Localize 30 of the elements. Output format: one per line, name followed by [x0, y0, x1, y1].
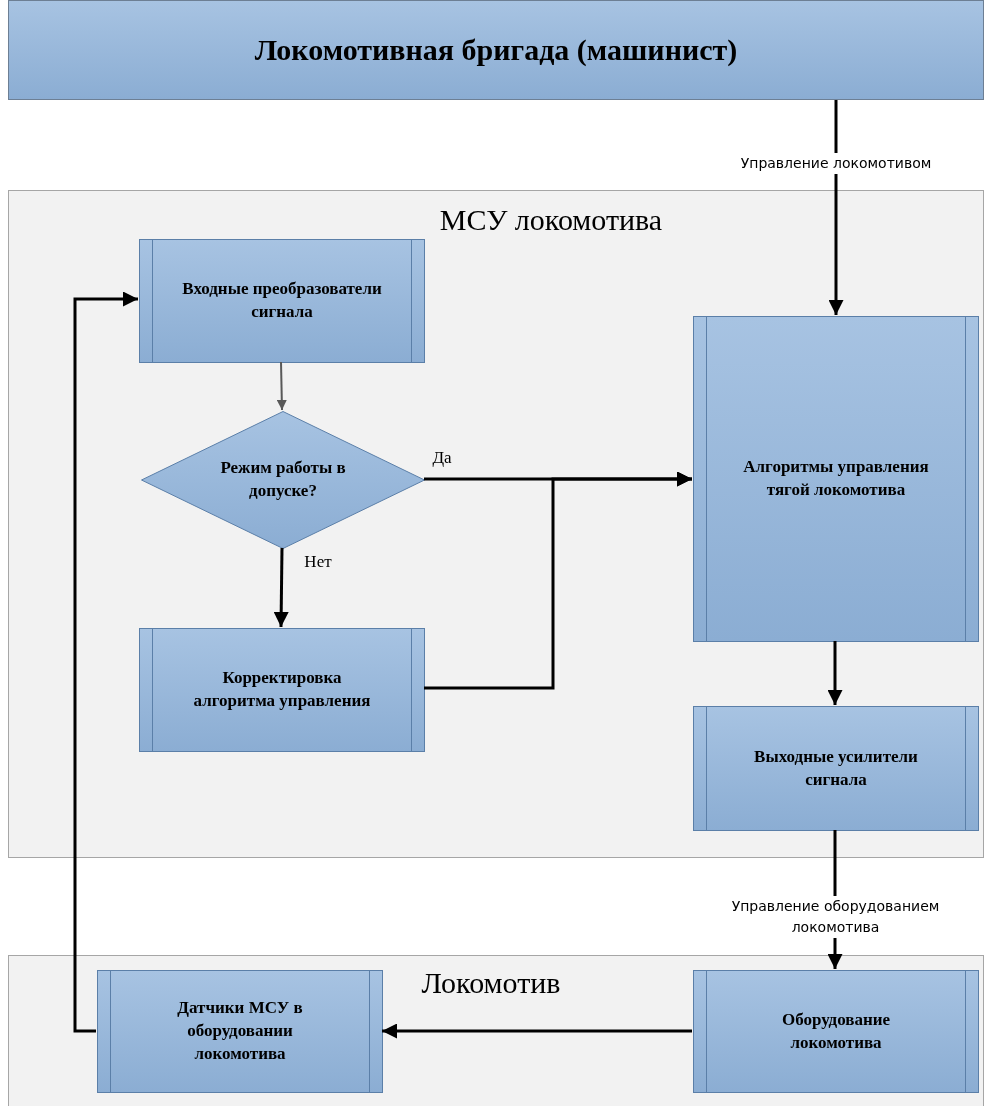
process-box	[139, 628, 425, 752]
header-band	[8, 0, 984, 100]
group-panel	[8, 190, 984, 858]
group-panel	[8, 955, 984, 1106]
arrow	[424, 471, 692, 690]
box-label: Входные преобразователи сигнала	[182, 278, 382, 323]
process-box	[693, 316, 979, 642]
group-title: Локомотив	[421, 966, 561, 1000]
arrow	[827, 641, 843, 705]
arrow	[273, 547, 289, 628]
arrow	[73, 291, 138, 1033]
box-label: Алгоритмы управления тягой локомотива	[742, 456, 930, 501]
process-box	[97, 970, 383, 1093]
arrow	[828, 100, 844, 315]
edge-label: Да	[431, 447, 453, 470]
header-title: Локомотивная бригада (машинист)	[254, 31, 738, 68]
box-label: Корректировка алгоритма управления	[192, 667, 372, 712]
group-title: МСУ локомотива	[439, 203, 663, 237]
box-label: Режим работы в допуске?	[219, 457, 347, 502]
box-label: Оборудование локомотива	[780, 1008, 892, 1054]
edge-label: Нет	[303, 551, 333, 574]
edge-label: Управление локомотивом	[738, 152, 934, 174]
process-box	[693, 706, 979, 831]
arrow	[382, 1023, 692, 1039]
process-box	[139, 239, 425, 363]
box-label: Датчики МСУ в оборудовании локомотива	[176, 997, 304, 1065]
box-label: Выходные усилители сигнала	[753, 745, 919, 791]
arrow	[276, 361, 287, 411]
decision-diamond	[141, 411, 425, 549]
process-box	[693, 970, 979, 1093]
